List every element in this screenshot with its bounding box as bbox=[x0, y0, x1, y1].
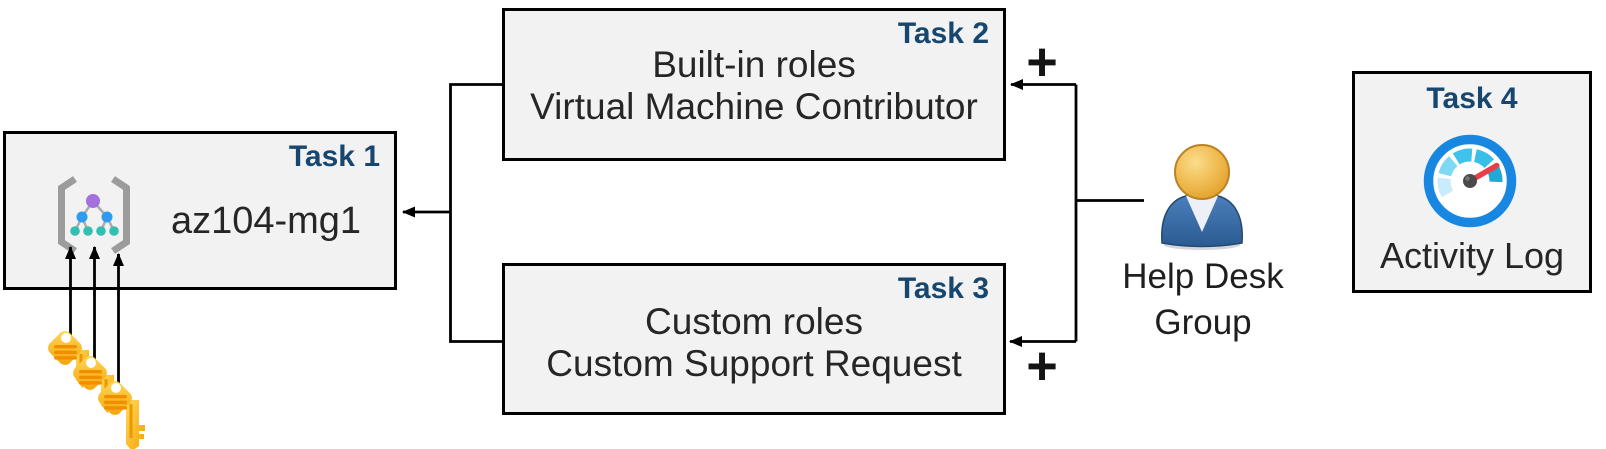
bracket-connector-line bbox=[449, 83, 504, 343]
task2-line2: Virtual Machine Contributor bbox=[530, 86, 978, 127]
task4-caption: Activity Log bbox=[1379, 235, 1565, 276]
key-3 bbox=[98, 381, 145, 449]
task2-box: Task 2 Built-in roles Virtual Machine Co… bbox=[502, 8, 1006, 161]
management-group-icon bbox=[58, 176, 130, 254]
task4-box: Task 4 Activity Log bbox=[1352, 71, 1592, 293]
plus-sign-task3: + bbox=[1026, 336, 1058, 396]
task2-line1: Built-in roles bbox=[652, 44, 856, 85]
task3-line1: Custom roles bbox=[645, 301, 863, 342]
person-icon bbox=[1161, 144, 1243, 250]
task3-line2: Custom Support Request bbox=[546, 343, 962, 384]
plus-sign-task2: + bbox=[1026, 32, 1058, 92]
task3-text: Custom roles Custom Support Request bbox=[505, 301, 1003, 385]
help-desk-group-line2: Group bbox=[1154, 303, 1252, 342]
help-desk-group-line1: Help Desk bbox=[1122, 257, 1284, 296]
task3-badge: Task 3 bbox=[897, 272, 989, 305]
activity-log-gauge-icon bbox=[1423, 134, 1517, 228]
task1-badge: Task 1 bbox=[288, 140, 380, 173]
task1-box: Task 1 az104-mg1 bbox=[3, 131, 397, 290]
task2-badge: Task 2 bbox=[897, 17, 989, 50]
task4-badge: Task 4 bbox=[1426, 82, 1518, 115]
task2-text: Built-in roles Virtual Machine Contribut… bbox=[505, 44, 1003, 128]
task3-box: Task 3 Custom roles Custom Support Reque… bbox=[502, 263, 1006, 415]
keys-icon bbox=[48, 331, 145, 449]
help-desk-group-caption: Help Desk Group bbox=[1078, 254, 1328, 346]
task1-title: az104-mg1 bbox=[170, 200, 362, 242]
